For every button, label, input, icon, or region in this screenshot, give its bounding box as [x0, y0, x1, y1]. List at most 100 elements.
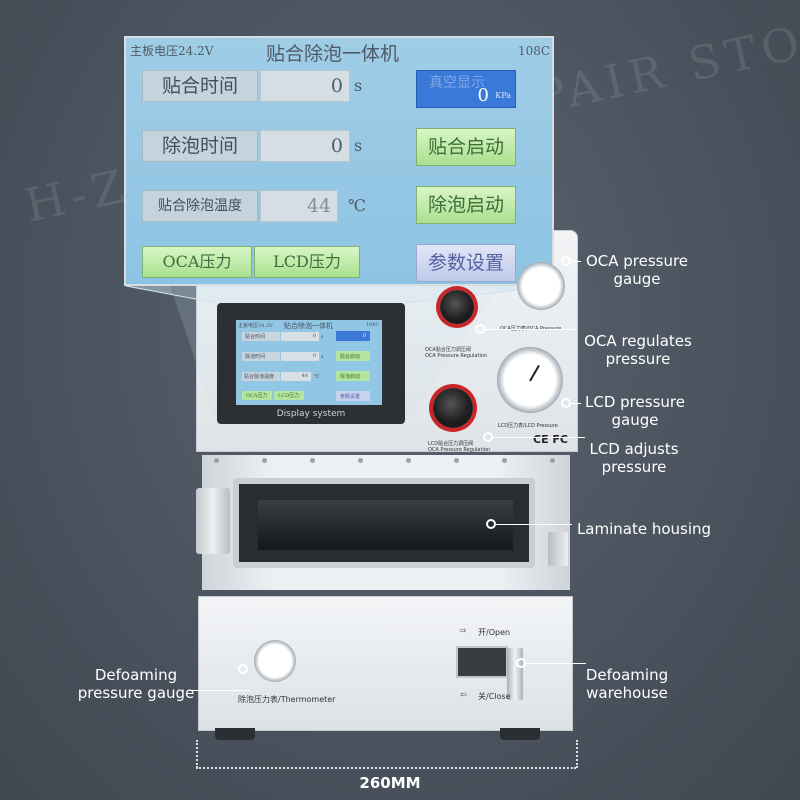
- machine-foot-left: [215, 728, 255, 740]
- small-temp-label[interactable]: 贴合除泡温度: [242, 372, 280, 381]
- small-temp-value-text: 48: [301, 373, 308, 379]
- callout-dot: [516, 658, 526, 668]
- small-bond-time-value[interactable]: 0: [281, 332, 319, 341]
- certification-marks: CE FC: [533, 433, 569, 446]
- zoomed-screen: 主板电压24.2V 贴合除泡一体机 108C 贴合时间 0 s 除泡时间 0 s…: [124, 36, 554, 286]
- bolt: [550, 458, 555, 463]
- small-defoam-time-label[interactable]: 除泡时间: [242, 352, 280, 361]
- bolt: [454, 458, 459, 463]
- small-defoam-start-text: 除泡启动: [340, 374, 361, 380]
- oca-regulator-print-en: OCA Pressure Regulation: [425, 353, 488, 359]
- small-defoam-time-label-text: 除泡时间: [245, 354, 266, 360]
- callout-lcd-adjusts: LCD adjusts pressure: [589, 440, 679, 476]
- vacuum-label: 真空显示: [429, 75, 485, 91]
- lcd-gauge-print: LCD压力表/LCD Pressure: [498, 423, 558, 429]
- defoam-drawer[interactable]: [456, 646, 508, 678]
- callout-defoam-warehouse: Defoaming warehouse: [585, 666, 669, 702]
- oca-pressure-gauge: [517, 262, 565, 310]
- small-bond-time-label[interactable]: 贴合时间: [242, 332, 280, 341]
- small-vacuum-value: 0: [362, 333, 366, 339]
- bond-time-input[interactable]: 0: [260, 70, 350, 102]
- bolt: [502, 458, 507, 463]
- temperature-label[interactable]: 贴合除泡温度: [142, 190, 258, 222]
- display-system-label: Display system: [276, 409, 346, 419]
- oca-regulator-print-cn: OCA贴合压力调压阀: [425, 347, 471, 353]
- small-oca-pressure-button[interactable]: OCA压力: [242, 391, 272, 400]
- dimension-tick-right: [576, 740, 578, 768]
- device-screen[interactable]: 主板电压24.2V 贴合除泡一体机 108C 贴合时间 0 s 0 除泡时间 0…: [236, 320, 382, 405]
- small-title: 贴合除泡一体机: [284, 322, 333, 330]
- callout-defoam-gauge: Defoaming pressure gauge: [77, 666, 195, 702]
- bolt: [214, 458, 219, 463]
- chamber-latch[interactable]: [548, 532, 568, 566]
- vacuum-value: 0: [477, 85, 489, 106]
- small-vacuum-display: 0: [336, 331, 370, 341]
- small-settings-button[interactable]: 参数设置: [336, 391, 370, 401]
- thermometer-print: 除泡压力表/Thermometer: [238, 695, 336, 704]
- temperature-input[interactable]: 44: [260, 190, 338, 222]
- lcd-regulator-knob[interactable]: [433, 388, 473, 428]
- bond-start-button[interactable]: 贴合启动: [416, 128, 516, 166]
- small-settings-text: 参数设置: [340, 394, 361, 400]
- defoam-time-input[interactable]: 0: [260, 130, 350, 162]
- callout-leader: [496, 524, 572, 525]
- callout-laminate-housing: Laminate housing: [576, 520, 712, 538]
- callout-dot: [238, 664, 248, 674]
- bolt: [358, 458, 363, 463]
- small-oca-pressure-text: OCA压力: [246, 393, 268, 399]
- callout-oca-regulates: OCA regulates pressure: [584, 332, 692, 368]
- defoam-time-unit: s: [354, 136, 363, 155]
- settings-button[interactable]: 参数设置: [416, 244, 516, 282]
- dimension-line: [196, 767, 576, 769]
- lcd-regulator-print-cn: LCD贴合压力调压阀: [428, 441, 474, 447]
- lcd-regulator-print-en: OCA Pressure Regulation: [428, 447, 491, 453]
- callout-leader: [571, 261, 581, 262]
- vacuum-display: 真空显示 0 KPa: [416, 70, 516, 108]
- screen-title: 贴合除泡一体机: [266, 43, 400, 65]
- bolt: [262, 458, 267, 463]
- small-bond-start-text: 贴合启动: [340, 354, 361, 360]
- callout-leader: [571, 403, 581, 404]
- bolt: [406, 458, 411, 463]
- screen-code: 108C: [518, 44, 551, 58]
- lcd-pressure-button[interactable]: LCD压力: [254, 246, 360, 278]
- callout-dot: [486, 519, 496, 529]
- defoam-time-label[interactable]: 除泡时间: [142, 130, 258, 162]
- machine-foot-right: [500, 728, 540, 740]
- callout-dot: [475, 324, 485, 334]
- callout-leader: [526, 663, 586, 664]
- small-voltage: 主板电压24.2V: [238, 323, 273, 329]
- bolt: [310, 458, 315, 463]
- small-lcd-pressure-text: LCD压力: [278, 393, 300, 399]
- small-code: 108C: [366, 322, 380, 328]
- open-arrow-icon: ⇨: [460, 626, 467, 635]
- small-defoam-start-button[interactable]: 除泡启动: [336, 371, 370, 381]
- bond-time-unit: s: [354, 76, 363, 95]
- callout-dot: [561, 398, 571, 408]
- defoam-start-button[interactable]: 除泡启动: [416, 186, 516, 224]
- small-bond-time-unit: s: [321, 334, 324, 340]
- oca-pressure-button[interactable]: OCA压力: [142, 246, 252, 278]
- small-bond-start-button[interactable]: 贴合启动: [336, 351, 370, 361]
- callout-dot: [483, 432, 493, 442]
- callout-leader: [485, 329, 577, 330]
- callout-leader: [188, 690, 250, 691]
- small-defoam-time-value[interactable]: 0: [281, 352, 319, 361]
- small-temp-unit: ℃: [314, 374, 320, 380]
- small-defoam-time-value-text: 0: [312, 353, 316, 359]
- small-temp-value[interactable]: 48: [281, 372, 311, 381]
- laminate-chamber-window: [258, 500, 513, 550]
- callout-leader: [493, 437, 585, 438]
- callout-oca-gauge: OCA pressure gauge: [585, 252, 689, 288]
- bond-time-label[interactable]: 贴合时间: [142, 70, 258, 102]
- small-lcd-pressure-button[interactable]: LCD压力: [274, 391, 304, 400]
- temperature-unit: ℃: [348, 196, 366, 215]
- close-arrow-icon: ⇦: [460, 690, 467, 699]
- chamber-hinge: [196, 488, 230, 554]
- vacuum-unit: KPa: [495, 91, 511, 100]
- oca-regulator-knob[interactable]: [440, 290, 474, 324]
- dimension-label: 260MM: [359, 774, 421, 792]
- callout-dot: [561, 256, 571, 266]
- open-label: 开/Open: [478, 628, 511, 637]
- voltage-readout: 主板电压24.2V: [130, 44, 214, 58]
